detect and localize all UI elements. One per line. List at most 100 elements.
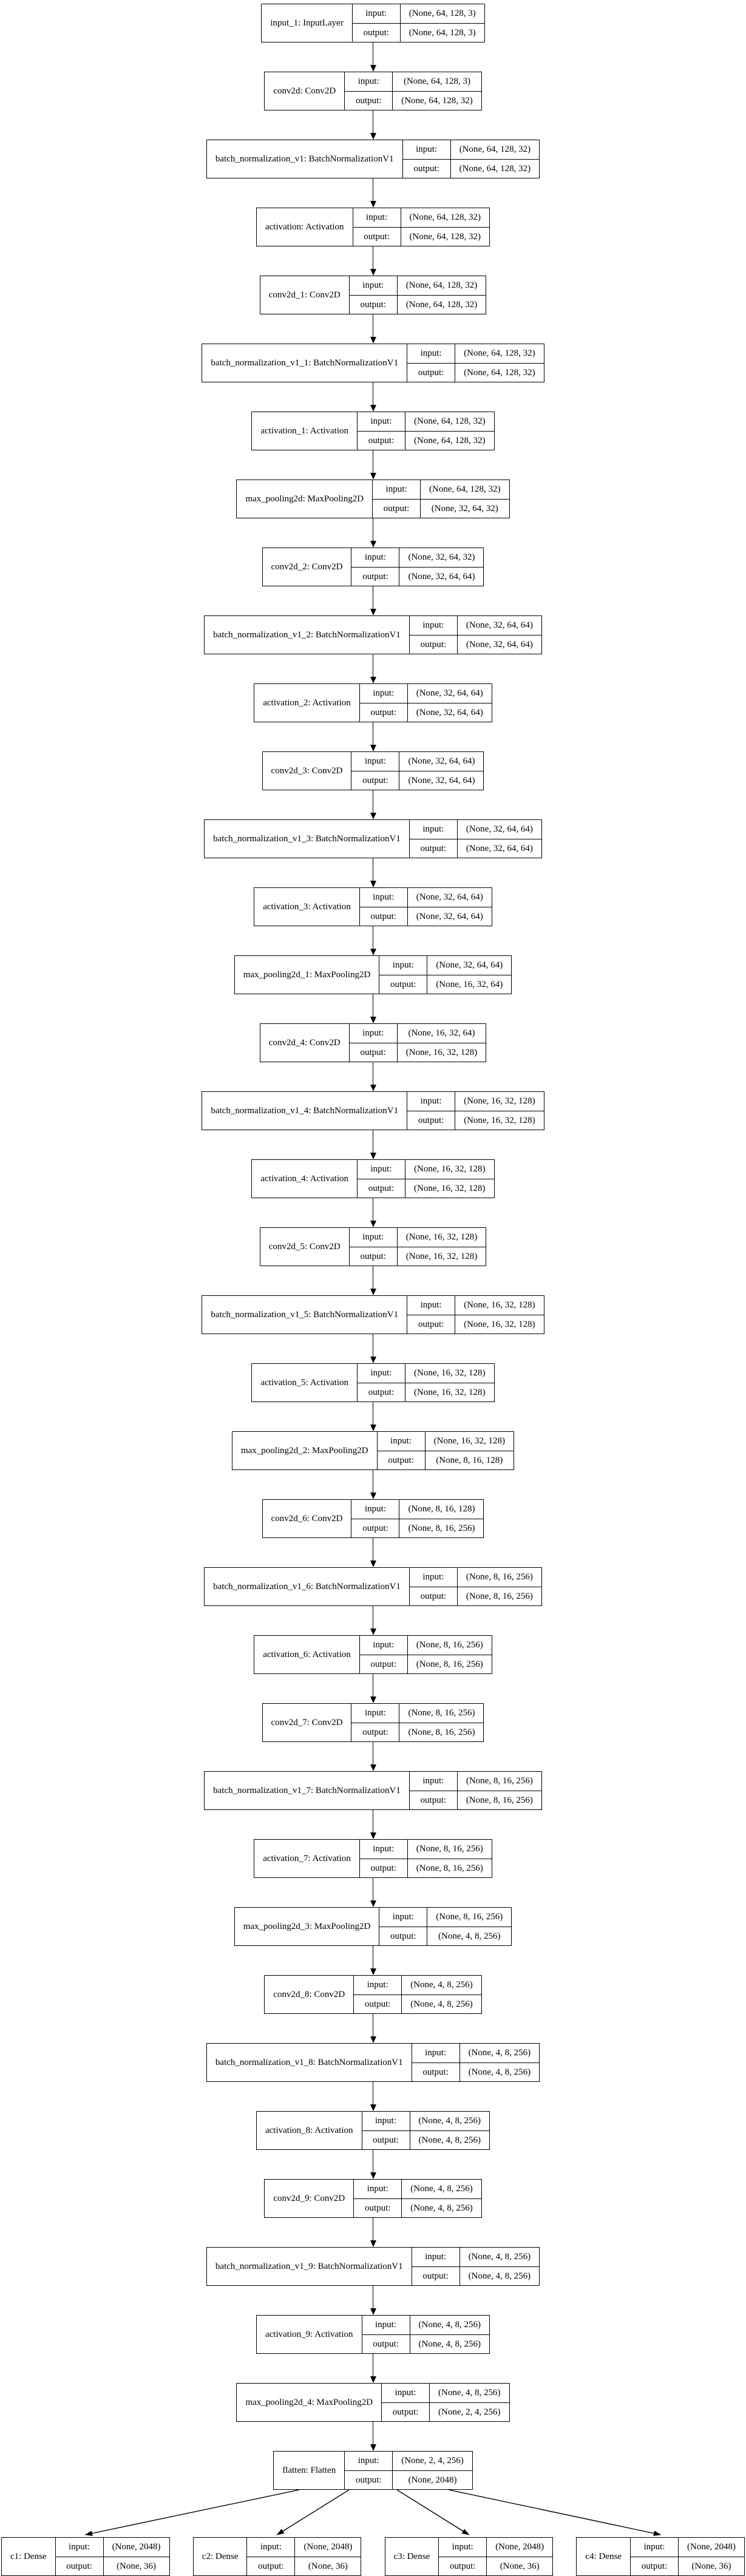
layer-io-table: input: (None, 2, 4, 256) output: (None, … (345, 2452, 472, 2489)
layer-name: conv2d_1: Conv2D (260, 276, 350, 314)
io-input-label: input: (351, 1500, 400, 1519)
io-input-label: input: (410, 1568, 458, 1587)
model-architecture-diagram: input_1: InputLayer input: (None, 64, 12… (0, 4, 746, 2576)
io-input-shape: (None, 64, 128, 32) (459, 144, 531, 154)
fanout-edge-arrow (276, 2490, 350, 2535)
io-input-row: input: (None, 4, 8, 256) (362, 2316, 489, 2334)
io-output-shape: (None, 4, 8, 256) (410, 2203, 473, 2213)
io-input-shape: (None, 32, 64, 64) (436, 960, 503, 970)
io-input-label: input: (382, 2384, 430, 2402)
io-input-row: input: (None, 4, 8, 256) (382, 2384, 509, 2402)
io-input-shape: (None, 2048) (303, 2542, 353, 2552)
io-output-shape: (None, 2, 4, 256) (438, 2407, 501, 2417)
io-input-row: input: (None, 4, 8, 256) (354, 1976, 481, 1995)
io-input-shape: (None, 64, 128, 3) (409, 8, 476, 18)
layer-io-table: input: (None, 64, 128, 3) output: (None,… (345, 72, 481, 110)
io-input-shape: (None, 4, 8, 256) (418, 2320, 481, 2330)
layer-node: flatten: Flatten input: (None, 2, 4, 256… (273, 2451, 473, 2490)
io-output-shape: (None, 16, 32, 64) (436, 979, 503, 989)
io-output-label: output: (382, 2403, 430, 2421)
io-input-label: input: (351, 548, 400, 567)
io-input-shape: (None, 4, 8, 256) (410, 2184, 473, 2194)
layer-node: conv2d_7: Conv2D input: (None, 8, 16, 25… (262, 1703, 484, 1742)
layer-node: activation_1: Activation input: (None, 6… (251, 412, 495, 450)
edge-arrow (370, 518, 376, 547)
io-output-row: output: (None, 32, 64, 64) (351, 567, 484, 586)
io-input-shape: (None, 2, 4, 256) (401, 2456, 464, 2466)
edge-arrow (370, 178, 376, 208)
io-input-shape: (None, 2048) (687, 2542, 736, 2552)
io-output-label: output: (56, 2557, 104, 2575)
io-input-label: input: (407, 344, 456, 363)
edge-arrow (370, 1946, 376, 1975)
io-output-shape: (None, 16, 32, 128) (405, 1251, 478, 1261)
io-input-row: input: (None, 64, 128, 32) (350, 276, 486, 295)
io-output-row: output: (None, 16, 32, 64) (379, 975, 512, 994)
layer-node: batch_normalization_v1_4: BatchNormaliza… (202, 1091, 544, 1130)
layer-io-table: input: (None, 64, 128, 32) output: (None… (358, 412, 494, 450)
io-input-row: input: (None, 8, 16, 256) (410, 1772, 541, 1791)
io-output-row: output: (None, 32, 64, 64) (409, 635, 541, 654)
io-input-shape: (None, 16, 32, 128) (464, 1300, 535, 1310)
io-output-shape: (None, 8, 16, 256) (408, 1523, 475, 1533)
io-input-label: input: (345, 2452, 393, 2470)
layer-io-table: input: (None, 32, 64, 64) output: (None,… (359, 888, 492, 926)
layer-node: batch_normalization_v1_6: BatchNormaliza… (204, 1567, 542, 1606)
layer-io-table: input: (None, 16, 32, 128) output: (None… (407, 1092, 544, 1130)
edge-arrow (370, 1470, 376, 1499)
layer-name: c1: Dense (2, 2538, 56, 2575)
io-input-shape: (None, 4, 8, 256) (418, 2116, 481, 2126)
io-output-row: output: (None, 64, 128, 32) (349, 295, 486, 314)
io-input-shape: (None, 64, 128, 32) (414, 416, 486, 426)
io-input-row: input: (None, 32, 64, 64) (410, 616, 541, 635)
layer-node: batch_normalization_v1_1: BatchNormaliza… (202, 344, 544, 382)
layer-name: max_pooling2d_1: MaxPooling2D (235, 956, 380, 994)
layer-name: c2: Dense (194, 2538, 248, 2575)
io-output-row: output: (None, 32, 64, 32) (373, 499, 509, 518)
edge-arrow (370, 110, 376, 140)
io-output-row: output: (None, 36) (247, 2557, 361, 2575)
io-input-shape: (None, 2048) (495, 2542, 544, 2552)
io-output-shape: (None, 8, 16, 256) (466, 1795, 533, 1805)
fanout-edge-arrow (396, 2490, 470, 2535)
layer-io-table: input: (None, 8, 16, 128) output: (None,… (351, 1500, 484, 1537)
layer-node: conv2d_4: Conv2D input: (None, 16, 32, 6… (259, 1023, 487, 1062)
io-output-row: output: (None, 32, 64, 64) (351, 771, 484, 790)
layer-node: conv2d_3: Conv2D input: (None, 32, 64, 6… (262, 751, 484, 790)
io-output-shape: (None, 64, 128, 32) (459, 163, 531, 174)
io-output-shape: (None, 64, 128, 32) (409, 231, 481, 242)
io-input-shape: (None, 64, 128, 3) (403, 76, 470, 86)
io-input-label: input: (378, 1432, 426, 1451)
io-output-shape: (None, 32, 64, 64) (466, 843, 533, 853)
io-output-shape: (None, 64, 128, 32) (464, 367, 535, 378)
io-output-shape: (None, 64, 128, 32) (401, 95, 473, 106)
io-output-row: output: (None, 64, 128, 32) (353, 227, 490, 246)
layer-name: conv2d_6: Conv2D (263, 1500, 352, 1537)
io-input-label: input: (354, 2180, 402, 2198)
layer-node: conv2d_5: Conv2D input: (None, 16, 32, 1… (259, 1227, 487, 1266)
io-output-label: output: (354, 2199, 402, 2217)
layer-node: batch_normalization_v1_3: BatchNormaliza… (204, 819, 542, 858)
io-output-label: output: (351, 771, 400, 790)
io-output-row: output: (None, 8, 16, 256) (359, 1859, 492, 1877)
edge-arrow (370, 2082, 376, 2111)
edge-arrow (370, 1810, 376, 1839)
layer-io-table: input: (None, 4, 8, 256) output: (None, … (412, 2044, 540, 2081)
io-input-shape: (None, 2048) (112, 2542, 161, 2552)
layer-node: c4: Dense input: (None, 2048) output: (N… (576, 2537, 745, 2576)
layer-name: max_pooling2d_3: MaxPooling2D (235, 1908, 380, 1945)
layer-io-table: input: (None, 4, 8, 256) output: (None, … (412, 2248, 540, 2285)
io-input-label: input: (379, 956, 428, 975)
io-input-shape: (None, 64, 128, 32) (464, 348, 535, 358)
layer-name: c3: Dense (385, 2538, 439, 2575)
fanout-edges (84, 2490, 662, 2536)
layer-name: activation_3: Activation (254, 888, 360, 926)
io-output-shape: (None, 32, 64, 64) (416, 707, 483, 717)
io-input-row: input: (None, 8, 16, 256) (379, 1908, 511, 1927)
io-output-shape: (None, 4, 8, 256) (438, 1931, 501, 1941)
layer-node: batch_normalization_v1_8: BatchNormaliza… (206, 2043, 540, 2082)
io-input-row: input: (None, 8, 16, 128) (351, 1500, 483, 1519)
layer-name: activation_2: Activation (254, 684, 360, 722)
edge-arrow (370, 994, 376, 1023)
layer-node: activation_3: Activation input: (None, 3… (254, 887, 492, 926)
